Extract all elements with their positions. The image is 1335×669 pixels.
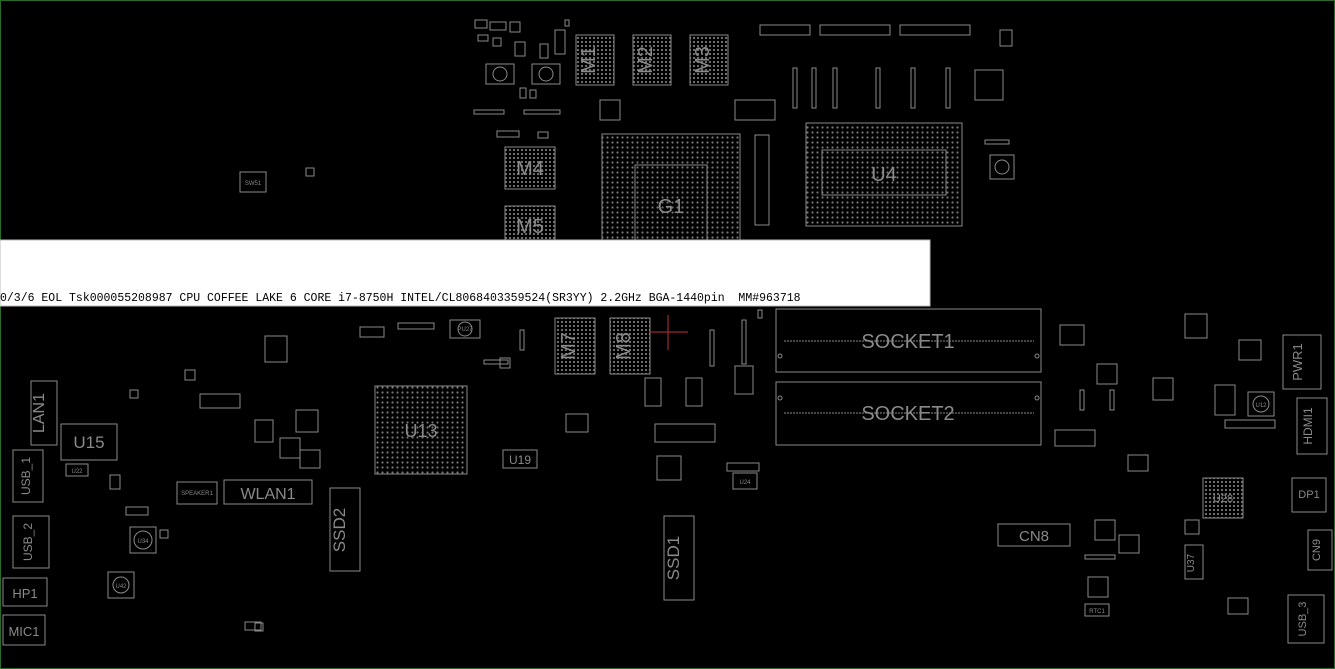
component-u42[interactable]: U42: [107, 571, 135, 599]
speaker1-label: SPEAKER1: [181, 491, 213, 497]
component-cn9[interactable]: CN9: [1307, 529, 1333, 571]
cursor-crosshair: [650, 315, 688, 350]
socket2-label: SOCKET2: [861, 403, 954, 425]
socket1-label: SOCKET1: [861, 331, 954, 353]
top-right-caps: [599, 24, 1015, 226]
component-u34[interactable]: U34: [129, 526, 157, 554]
component-pu27[interactable]: PU27: [449, 319, 481, 339]
u24-label: U24: [739, 480, 751, 486]
u37-label: U37: [1186, 553, 1197, 572]
m8-label: M8: [613, 332, 635, 360]
component-pwr1[interactable]: PWR1: [1282, 334, 1322, 390]
component-g1[interactable]: G1: [601, 133, 741, 241]
top-left-cluster: [473, 19, 570, 139]
component-m5[interactable]: M5: [504, 205, 556, 243]
g1-label: G1: [658, 196, 685, 218]
component-u28[interactable]: U28: [1202, 477, 1244, 519]
component-m4[interactable]: M4: [504, 146, 556, 190]
u13-label: U13: [404, 421, 437, 441]
m2-label: M2: [635, 46, 657, 74]
middle-parts: [565, 309, 763, 481]
wlan1-label: WLAN1: [240, 486, 295, 503]
ssd1-label: SSD1: [664, 536, 683, 580]
right-parts: [1054, 313, 1276, 615]
usb3-label: USB_3: [1297, 602, 1309, 637]
u42-label: U42: [115, 584, 127, 590]
ssd2-label: SSD2: [330, 508, 349, 552]
usb1-label: USB_1: [19, 457, 33, 495]
cn9-label: CN9: [1311, 539, 1323, 561]
component-m7[interactable]: M7: [554, 317, 596, 375]
component-dp1[interactable]: DP1: [1291, 477, 1327, 513]
component-socket2[interactable]: SOCKET2: [775, 381, 1042, 446]
mic1-label: MIC1: [8, 624, 39, 639]
sw51-label: SW51: [245, 181, 262, 187]
dp1-label: DP1: [1298, 489, 1319, 501]
u15-label: U15: [73, 433, 104, 452]
left-middle-parts: [109, 322, 525, 632]
u28-label: U28: [1213, 493, 1233, 505]
component-u19[interactable]: U19: [502, 449, 538, 469]
u12-label: U12: [1255, 403, 1267, 409]
part-info-tooltip: [0, 239, 931, 307]
m4-label: M4: [516, 158, 544, 180]
component-m8[interactable]: M8: [609, 317, 651, 375]
component-hdmi1[interactable]: HDMI1: [1296, 397, 1328, 455]
u22-label: U22: [71, 469, 83, 475]
u34-label: U34: [137, 539, 149, 545]
component-lan1[interactable]: LAN1: [30, 380, 58, 446]
component-usb2[interactable]: USB_2: [12, 515, 50, 569]
hdmi1-label: HDMI1: [1301, 407, 1315, 445]
component-mic1[interactable]: MIC1: [2, 614, 46, 646]
hp1-label: HP1: [12, 586, 37, 601]
component-u12[interactable]: U12: [1247, 391, 1275, 417]
component-m2[interactable]: M2: [632, 34, 672, 86]
usb2-label: USB_2: [21, 523, 35, 561]
component-ssd2[interactable]: SSD2: [329, 487, 361, 572]
m5-label: M5: [516, 216, 544, 238]
cn8-label: CN8: [1019, 528, 1049, 545]
pwr1-label: PWR1: [1290, 343, 1305, 381]
lan1-label: LAN1: [31, 393, 48, 433]
component-u24[interactable]: U24: [732, 472, 758, 490]
m3-label: M3: [692, 46, 714, 74]
component-m1[interactable]: M1: [575, 34, 615, 86]
component-u13[interactable]: U13: [374, 385, 468, 475]
part-info-text: 0/3/6 EOL Tsk000055208987 CPU COFFEE LAK…: [0, 292, 801, 305]
component-speaker1[interactable]: SPEAKER1: [176, 481, 218, 505]
component-wlan1[interactable]: WLAN1: [223, 479, 313, 505]
component-usb1[interactable]: USB_1: [12, 449, 44, 503]
rtc1-label: RTC1: [1089, 609, 1105, 615]
u19-label: U19: [509, 453, 531, 467]
component-ssd1[interactable]: SSD1: [663, 515, 695, 601]
component-cn8[interactable]: CN8: [997, 523, 1071, 547]
component-u15[interactable]: U15: [60, 423, 118, 461]
component-m3[interactable]: M3: [689, 34, 729, 86]
component-sw51[interactable]: SW51: [239, 167, 315, 193]
component-rtc1[interactable]: RTC1: [1084, 603, 1110, 617]
u4-label: U4: [871, 164, 897, 186]
m1-label: M1: [578, 46, 600, 74]
component-usb3[interactable]: USB_3: [1287, 594, 1325, 644]
component-socket1[interactable]: SOCKET1: [775, 308, 1042, 373]
pu27-label: PU27: [457, 327, 473, 333]
component-u37[interactable]: U37: [1184, 544, 1204, 580]
component-u22[interactable]: U22: [65, 463, 89, 477]
m7-label: M7: [558, 332, 580, 360]
component-hp1[interactable]: HP1: [2, 577, 48, 607]
component-u4[interactable]: U4: [805, 122, 963, 227]
